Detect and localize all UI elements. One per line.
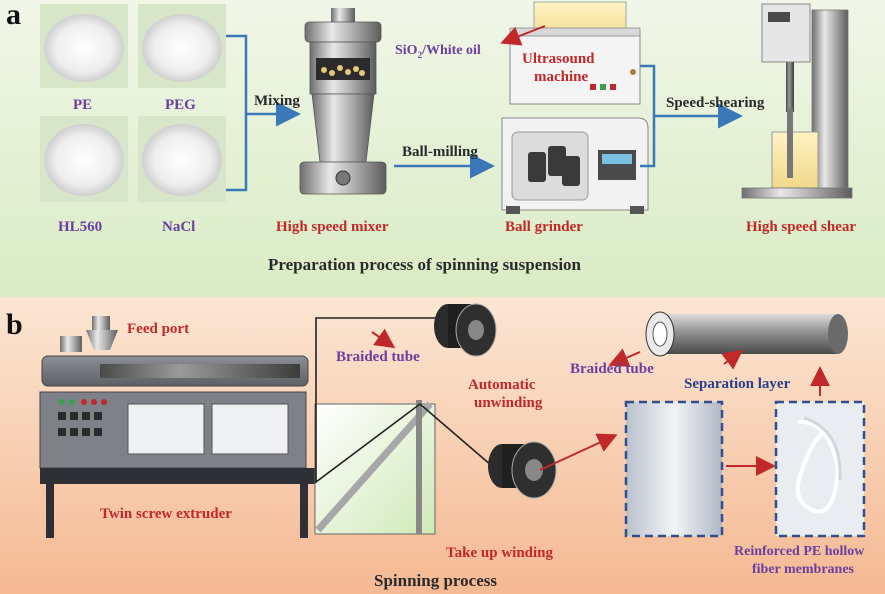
label-sio2-white-oil: SiO2/White oil	[395, 44, 481, 60]
label-pe: PE	[73, 97, 93, 113]
separation-layer-arrow	[721, 349, 744, 370]
label-high-speed-shear: High speed shear	[746, 219, 857, 235]
mixing-bracket	[226, 34, 296, 192]
pe-powder-image	[40, 4, 128, 88]
braided-tube-path	[315, 317, 507, 484]
braided-tube-2-arrow	[608, 348, 641, 367]
label-hl560: HL560	[58, 219, 103, 235]
sio2-arrow	[500, 25, 546, 46]
label-take-up-winding: Take up winding	[446, 545, 554, 561]
twin-screw-extruder-machine	[39, 316, 316, 538]
take-up-to-spool-photo-arrow	[539, 433, 618, 471]
nacl-powder-image	[138, 116, 226, 202]
sio2-subscript: 2	[417, 49, 423, 60]
label-machine: machine	[534, 69, 589, 85]
coagulation-bath	[314, 400, 436, 535]
label-ball-grinder: Ball grinder	[505, 219, 583, 235]
label-high-speed-mixer: High speed mixer	[276, 219, 389, 235]
membrane-bundle-photo	[774, 400, 866, 538]
high-speed-mixer-machine	[299, 8, 387, 195]
panel-a-caption: Preparation process of spinning suspensi…	[268, 255, 581, 274]
label-feed-port: Feed port	[127, 321, 190, 337]
sio2-prefix: SiO	[395, 43, 418, 58]
label-separation-layer: Separation layer	[684, 376, 791, 392]
ultrasound-machine	[509, 1, 641, 105]
take-up-spool	[488, 441, 557, 499]
label-twin-screw-extruder: Twin screw extruder	[100, 506, 232, 522]
label-mixing: Mixing	[254, 93, 300, 109]
label-speed-shearing: Speed-shearing	[666, 95, 765, 111]
unwinding-spool	[434, 303, 497, 357]
label-ball-milling: Ball-milling	[402, 144, 478, 160]
spool-photo	[624, 400, 724, 538]
label-nacl: NaCl	[162, 219, 196, 235]
high-speed-shear-machine	[741, 3, 853, 199]
label-ultrasound: Ultrasound	[522, 51, 595, 67]
label-fiber-membranes: fiber membranes	[752, 562, 854, 577]
panel-b-letter: b	[6, 308, 23, 341]
label-braided-tube-2: Braided tube	[570, 361, 654, 377]
hl560-powder-image	[40, 116, 128, 202]
hollow-fiber-cross-section	[645, 311, 848, 357]
label-peg: PEG	[165, 97, 196, 113]
label-reinforced-pe: Reinforced PE hollow	[734, 544, 865, 559]
label-automatic: Automatic	[468, 377, 536, 393]
panel-a-letter: a	[6, 0, 21, 31]
braided-tube-label-arrow	[371, 328, 396, 349]
label-unwinding: unwinding	[474, 395, 543, 411]
speed-shearing-bracket	[640, 64, 738, 168]
ball-grinder-machine	[501, 117, 649, 214]
peg-powder-image	[138, 4, 226, 88]
sio2-suffix: /White oil	[422, 43, 481, 58]
panel-b-caption: Spinning process	[374, 571, 497, 590]
label-braided-tube: Braided tube	[336, 349, 420, 365]
